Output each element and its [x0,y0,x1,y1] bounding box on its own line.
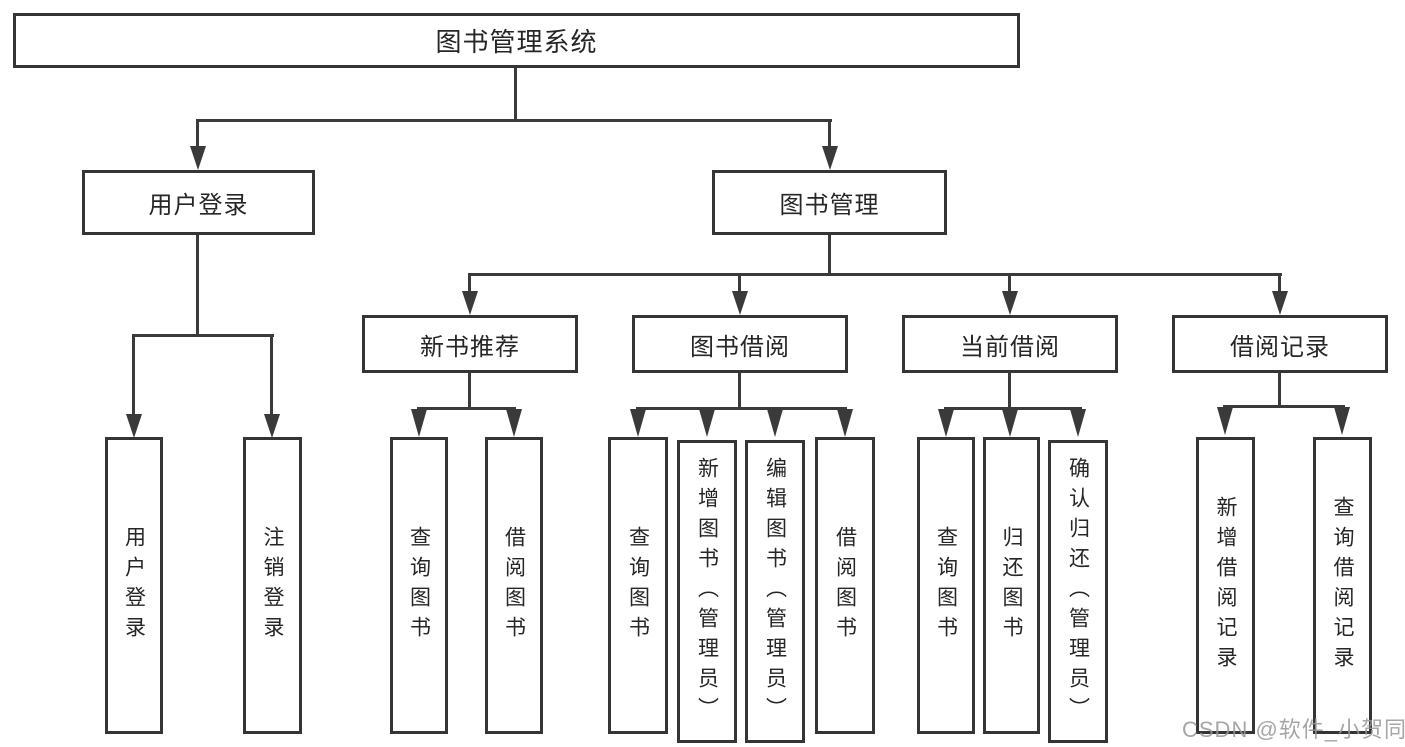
connector-line [514,68,517,120]
watermark: CSDN @软件_小贺同学 [1182,717,1405,742]
node-book-management: 图书管理 [712,170,947,235]
arrow-down-icon [1002,291,1018,315]
arrow-down-icon [732,291,748,315]
leaf-add-books-admin: 新增图书（管理员） [677,440,737,743]
arrow-down-icon [630,409,646,437]
connector-line [270,334,273,418]
node-label: 图书借阅 [690,333,790,361]
connector-line [468,373,471,410]
leaf-query-borrow-record: 查询借阅记录 [1313,437,1372,734]
arrow-down-icon [1070,409,1086,437]
connector-line [196,119,199,149]
connector-line [196,235,199,336]
node-borrowing-records: 借阅记录 [1172,315,1388,373]
leaf-label: 新增图书（管理员） [695,456,719,727]
arrow-down-icon [1334,407,1350,435]
leaf-query-books-current: 查询图书 [917,437,975,734]
node-user-login: 用户登录 [82,170,315,235]
connector-line [132,334,274,337]
connector-line [1223,405,1345,408]
node-label: 借阅记录 [1230,333,1330,361]
node-label: 用户登录 [148,192,249,219]
leaf-label: 查询图书 [626,525,650,646]
connector-line [738,373,741,410]
connector-line [1008,273,1011,295]
connector-line [828,119,831,149]
connector-line [828,235,831,276]
leaf-confirm-return-admin: 确认归还（管理员） [1048,440,1108,743]
leaf-label: 归还图书 [1000,525,1023,646]
node-current-borrowing: 当前借阅 [902,315,1118,373]
arrow-down-icon [190,146,206,170]
connector-line [944,407,1082,410]
leaf-logout: 注销登录 [243,437,302,734]
connector-line [1008,373,1011,410]
arrow-down-icon [1272,291,1288,315]
arrow-down-icon [837,409,853,437]
leaf-label: 确认归还（管理员） [1066,456,1090,727]
arrow-down-icon [1002,409,1018,437]
node-book-borrowing: 图书借阅 [632,315,848,373]
node-label: 新书推荐 [420,333,520,361]
leaf-query-books-borrowing: 查询图书 [608,437,668,734]
arrow-down-icon [506,409,522,437]
node-label: 图书管理 [779,192,880,219]
leaf-label: 新增借阅记录 [1214,495,1237,676]
node-new-book-recommendation: 新书推荐 [362,315,578,373]
arrow-down-icon [264,414,280,438]
connector-line [468,273,1282,276]
leaf-label: 查询图书 [934,525,958,646]
leaf-return-books: 归还图书 [983,437,1040,734]
arrow-down-icon [411,409,427,437]
connector-line [738,273,741,295]
leaf-edit-books-admin: 编辑图书（管理员） [745,440,805,743]
leaf-label: 借阅图书 [502,525,526,646]
node-label: 图书管理系统 [435,27,598,57]
leaf-label: 查询图书 [407,525,431,646]
leaf-borrow-books-borrowing: 借阅图书 [815,437,875,734]
leaf-label: 编辑图书（管理员） [763,456,787,727]
connector-line [636,407,847,410]
leaf-label: 用户登录 [122,525,146,646]
arrow-down-icon [938,409,954,437]
arrow-down-icon [462,291,478,315]
leaf-label: 注销登录 [261,525,284,646]
connector-line [1278,373,1281,408]
arrow-down-icon [822,146,838,170]
leaf-query-books-recommend: 查询图书 [390,437,448,734]
leaf-user-login: 用户登录 [105,437,163,734]
node-library-management-system: 图书管理系统 [13,13,1020,68]
arrow-down-icon [699,409,715,437]
leaf-borrow-books-recommend: 借阅图书 [485,437,543,734]
node-label: 当前借阅 [960,333,1060,361]
connector-line [132,334,135,418]
arrow-down-icon [126,414,142,438]
leaf-label: 借阅图书 [833,525,857,646]
leaf-label: 查询借阅记录 [1331,495,1354,676]
connector-line [417,407,516,410]
connector-line [468,273,471,295]
leaf-add-borrow-record: 新增借阅记录 [1196,437,1255,734]
connector-line [197,119,832,122]
arrow-down-icon [767,409,783,437]
arrow-down-icon [1217,407,1233,435]
connector-line [1278,273,1281,295]
